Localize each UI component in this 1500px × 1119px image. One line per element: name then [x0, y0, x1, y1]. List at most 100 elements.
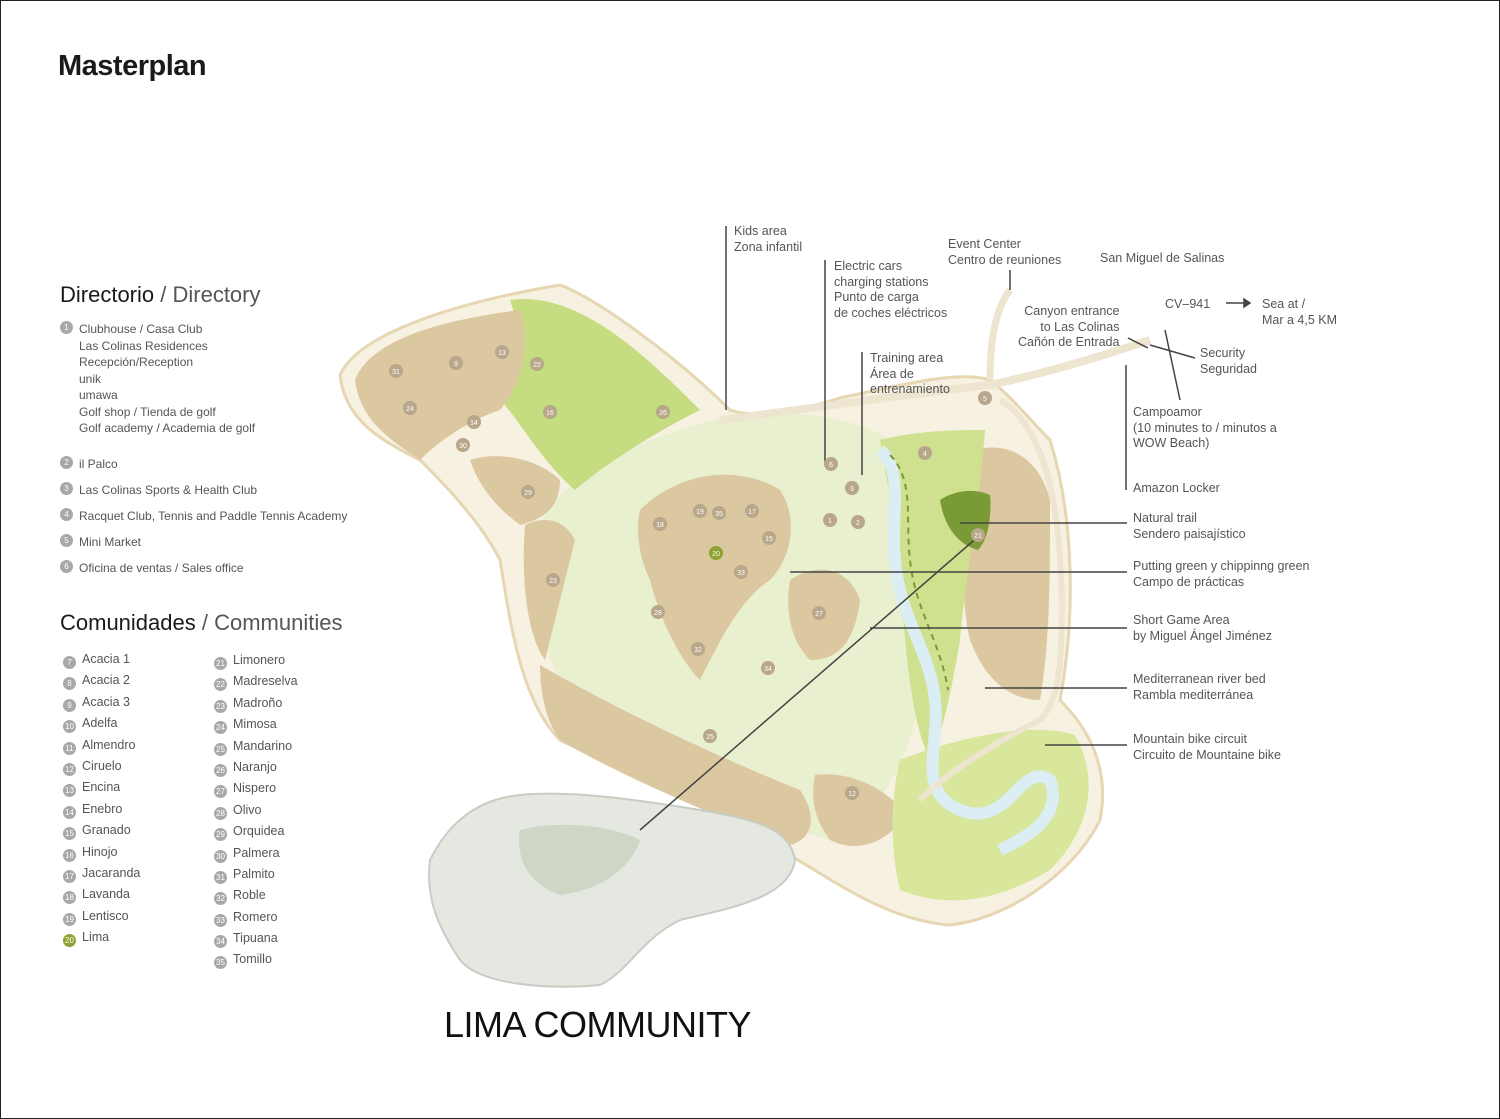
map-marker-circle	[824, 457, 838, 471]
map-marker-circle	[823, 513, 837, 527]
map-marker-circle	[691, 642, 705, 656]
annotation-leader-lines	[639, 226, 1252, 831]
map-marker-circle	[389, 364, 403, 378]
map-marker-circle	[971, 528, 985, 542]
map-marker-number: 30	[459, 443, 467, 450]
map-marker: 15	[762, 531, 776, 545]
community-name: Mandarino	[233, 738, 293, 753]
community-name: Tomillo	[233, 952, 272, 967]
map-marker: 32	[691, 642, 705, 656]
page-title: Masterplan	[58, 50, 207, 82]
annotation-line: Seguridad	[1200, 361, 1257, 376]
map-marker: 6	[824, 457, 838, 471]
community-number-badge: 26	[214, 763, 227, 777]
northwest-green	[500, 299, 700, 490]
map-marker-circle	[761, 661, 775, 675]
annotation-line: Campoamor	[1133, 405, 1202, 419]
map-marker-number: 21	[974, 533, 982, 540]
directory-item-line: Mini Market	[79, 535, 142, 549]
map-marker-circle	[467, 415, 481, 429]
community-name: Madroño	[233, 695, 283, 710]
annotation-line: de coches eléctricos	[834, 305, 948, 320]
annotation-line: entrenamiento	[870, 382, 950, 396]
map-marker-number: 4	[923, 451, 927, 458]
map-marker-number: 31	[392, 369, 400, 376]
map-marker-circle	[712, 506, 726, 520]
communities-heading-thin: / Communities	[195, 610, 343, 635]
map-marker-number: 33	[737, 570, 745, 577]
annotation-line: Short Game Area	[1133, 613, 1230, 627]
directory-heading-thin: / Directory	[154, 282, 261, 307]
community-name: Tipuana	[233, 931, 278, 946]
community-number-badge: 18	[63, 891, 76, 905]
directory-item-line: Recepción/Reception	[79, 355, 194, 369]
map-marker: 14	[467, 415, 481, 429]
annotation-line: by Miguel Ángel Jiménez	[1133, 628, 1272, 643]
access-road	[986, 287, 1013, 381]
central-residential	[638, 474, 791, 680]
community-name: Palmera	[233, 845, 280, 860]
map-marker: 12	[845, 786, 859, 800]
community-number-badge: 7	[63, 656, 76, 669]
map-marker-circle	[543, 405, 557, 419]
map-marker: 13	[495, 345, 509, 359]
map-marker: 4	[918, 446, 932, 460]
map-marker: 29	[521, 485, 535, 499]
annotation-line: (10 minutes to / minutos a	[1133, 420, 1277, 435]
map-marker-circle	[845, 786, 859, 800]
map-marker: 27	[812, 606, 826, 620]
community-number-badge: 29	[214, 828, 227, 842]
map-marker-circle	[656, 405, 670, 419]
map-marker-number: 16	[546, 410, 554, 417]
annotation-sea: Sea at /Mar a 4,5 KM	[1262, 297, 1337, 328]
map-marker: 22	[530, 357, 544, 371]
community-number-badge: 34	[214, 935, 227, 949]
map-marker-circle	[762, 531, 776, 545]
annotation-line: Event Center	[948, 237, 1021, 251]
map-marker: 31	[389, 364, 403, 378]
map-marker-number: 29	[524, 490, 532, 497]
map-marker: 34	[761, 661, 775, 675]
directory-item-line: Las Colinas Residences	[79, 338, 208, 353]
map-marker-circle	[651, 605, 665, 619]
community-name: Lima	[82, 930, 110, 945]
main-road	[719, 336, 1152, 424]
directory-number-badge: 2	[60, 456, 73, 469]
map-marker-circle	[449, 356, 463, 370]
map-marker-circle	[495, 345, 509, 359]
map-marker: 35	[712, 506, 726, 520]
community-number-badge: 28	[214, 806, 227, 820]
community-number-badge: 32	[214, 892, 227, 906]
community-name: Ciruelo	[82, 758, 122, 773]
community-name: Nispero	[233, 781, 277, 796]
map-marker-number: 2	[856, 520, 860, 527]
annotation-cv941: CV–941	[1165, 297, 1211, 311]
annotation-line: Canyon entrance	[1024, 304, 1120, 318]
community-name: Encina	[82, 780, 121, 795]
map-marker-number: 3	[850, 486, 854, 493]
directory-number-badge: 3	[60, 482, 73, 495]
community-name: Lentisco	[82, 908, 129, 923]
map-marker: 16	[543, 405, 557, 419]
community-name: Mimosa	[233, 717, 277, 732]
map-marker: 21	[971, 528, 985, 542]
directory-item-text: Oficina de ventas / Sales office	[79, 560, 244, 577]
map-marker-number: 14	[470, 420, 478, 427]
